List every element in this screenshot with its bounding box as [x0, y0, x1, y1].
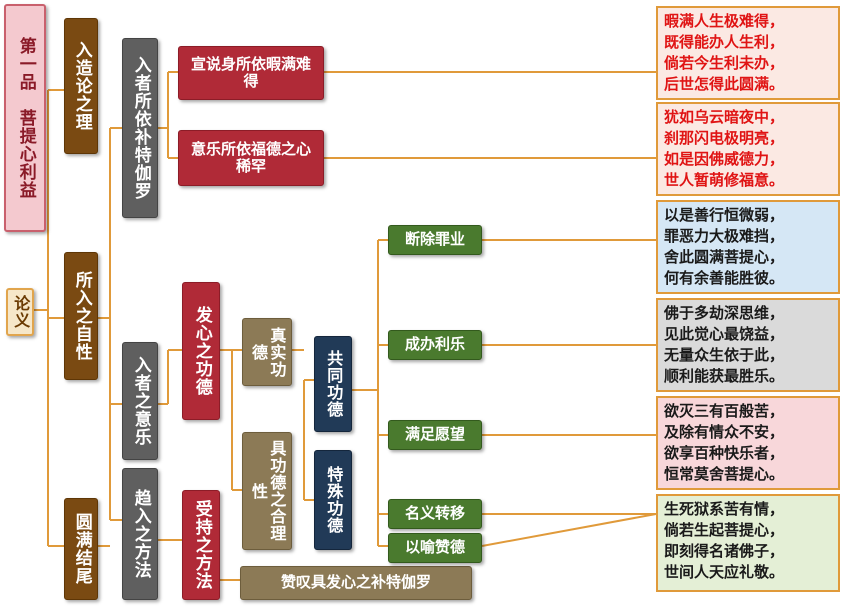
node-praise-by-analogy: 以喻赞德: [388, 533, 482, 563]
node-rare-merit: 意乐所依福德之心稀罕: [178, 130, 324, 186]
node-rare-body: 宣说身所依暇满难得: [178, 46, 324, 100]
node-nature: 所入之自性: [64, 252, 98, 380]
node-intro: 入造论之理: [64, 18, 98, 154]
node-praise-person: 赞叹具发心之补特伽罗: [240, 566, 472, 600]
node-conclusion: 圆满结尾: [64, 498, 98, 600]
chapter-title: 第一品 菩提心利益: [4, 4, 46, 232]
verse-5: 欲灭三有百般苦，及除有情众不安，欲享百种快乐者，恒常莫舍菩提心。: [656, 396, 840, 490]
node-name-change: 名义转移: [388, 499, 482, 529]
node-reasonableness: 具功德之合理性: [242, 432, 292, 550]
node-intention: 入者之意乐: [122, 342, 158, 460]
verse-2: 犹如乌云暗夜中，刹那闪电极明亮，如是因佛威德力，世人暂萌修福意。: [656, 102, 840, 196]
verse-1: 暇满人生极难得，既得能办人生利，倘若今生利未办，后世怎得此圆满。: [656, 6, 840, 100]
verse-4: 佛于多劫深思维，见此觉心最饶益，无量众生依于此，顺利能获最胜乐。: [656, 298, 840, 392]
node-method: 趋入之方法: [122, 468, 158, 600]
node-fulfill-wish: 满足愿望: [388, 420, 482, 450]
node-holding-method: 受持之方法: [182, 490, 220, 600]
verse-3: 以是善行恒微弱，罪恶力大极难挡，舍此圆满菩提心，何有余善能胜彼。: [656, 200, 840, 294]
node-bodhicitta-merit: 发心之功德: [182, 282, 220, 420]
node-common-merit: 共同功德: [314, 336, 352, 432]
node-person: 入者所依补特伽罗: [122, 38, 158, 218]
verse-6: 生死狱系苦有情，倘若生起菩提心，即刻得名诸佛子，世间人天应礼敬。: [656, 494, 840, 592]
node-accomplish-benefit: 成办利乐: [388, 330, 482, 360]
node-actual-merit: 真实功德: [242, 318, 292, 386]
root-node: 论义: [6, 288, 34, 336]
node-remove-sin: 断除罪业: [388, 225, 482, 255]
node-special-merit: 特殊功德: [314, 450, 352, 550]
